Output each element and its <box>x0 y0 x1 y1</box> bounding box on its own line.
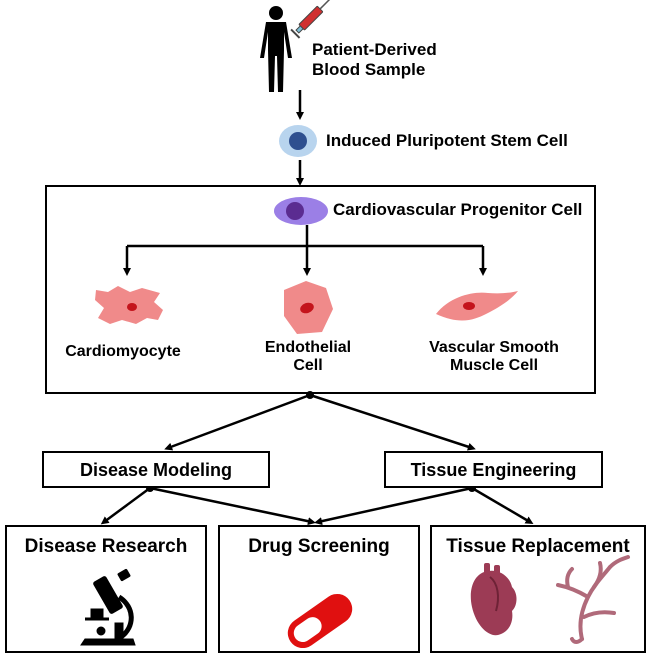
source-label-line1: Patient-Derived <box>312 40 437 59</box>
outcome-arrows <box>100 484 534 526</box>
cell-type-2-line1: Vascular Smooth <box>429 339 559 356</box>
microscope-icon <box>80 568 136 646</box>
disease-modeling-box: Disease Modeling <box>42 451 270 488</box>
source-label: Patient-Derived Blood Sample <box>312 40 437 79</box>
cardiomyocyte-icon <box>95 286 163 324</box>
cell-type-label-cardiomyocyte: Cardiomyocyte <box>45 343 201 361</box>
cell-type-label-endothelial: Endothelial Cell <box>248 339 368 376</box>
disease-research-label: Disease Research <box>24 536 188 557</box>
disease-research-box: Disease Research <box>5 525 207 653</box>
disease-modeling-label: Disease Modeling <box>79 460 233 480</box>
progenitor-box <box>45 185 596 394</box>
syringe-icon <box>290 0 331 39</box>
blood-vessel-icon <box>556 555 630 644</box>
source-label-line2: Blood Sample <box>312 59 426 79</box>
endothelial-cell-icon <box>284 281 333 334</box>
smooth-muscle-cell-icon <box>436 291 518 321</box>
progenitor-label: Cardiovascular Progenitor Cell <box>333 200 583 219</box>
drug-screening-box: Drug Screening <box>218 525 420 653</box>
tissue-engineering-box: Tissue Engineering <box>384 451 603 488</box>
heart-and-vessel-icon <box>470 555 630 644</box>
progenitor-cell-icon <box>274 197 328 225</box>
heart-icon <box>470 563 517 636</box>
pill-capsule-icon <box>287 593 353 649</box>
application-arrows <box>164 391 476 451</box>
ipsc-label: Induced Pluripotent Stem Cell <box>326 131 568 150</box>
person-silhouette-icon <box>260 6 292 92</box>
tissue-replacement-box: Tissue Replacement <box>430 525 646 653</box>
stem-cell-icon <box>279 125 317 157</box>
branch-arrows <box>123 225 487 276</box>
tissue-replacement-label: Tissue Replacement <box>446 536 630 557</box>
drug-screening-label: Drug Screening <box>248 536 390 557</box>
cell-type-2-line2: Muscle Cell <box>449 357 539 375</box>
cell-type-1-line2: Cell <box>293 357 323 375</box>
cell-type-0-line1: Cardiomyocyte <box>65 343 181 360</box>
cell-type-1-line1: Endothelial <box>264 339 352 356</box>
cell-type-label-smooth-muscle: Vascular Smooth Muscle Cell <box>406 339 582 376</box>
tissue-engineering-label: Tissue Engineering <box>410 460 577 480</box>
